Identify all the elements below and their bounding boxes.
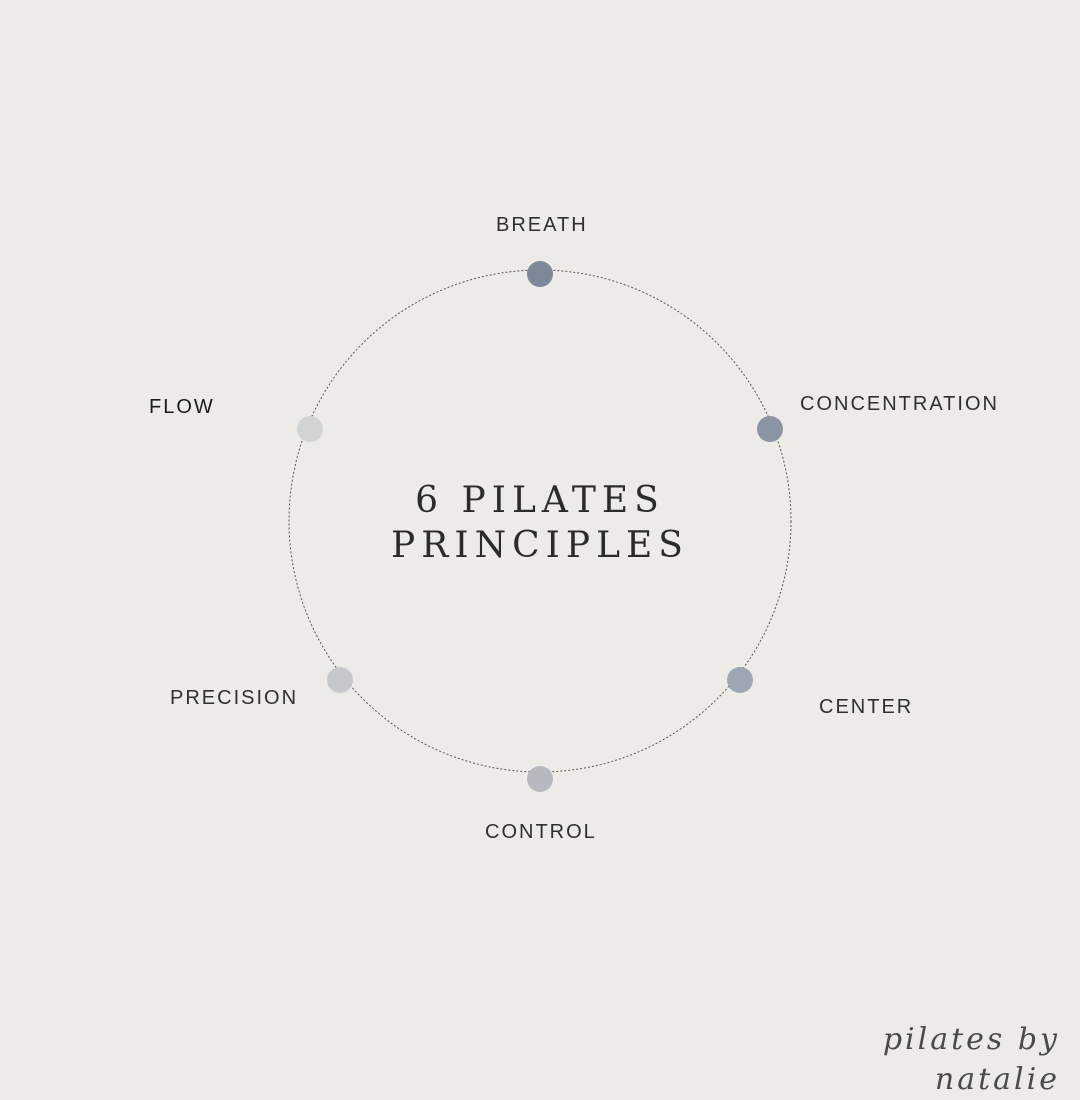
- dot-precision: [327, 667, 353, 693]
- diagram-title: 6 PILATES PRINCIPLES: [340, 478, 740, 568]
- dashed-circle: [288, 269, 792, 773]
- label-center: CENTER: [819, 696, 914, 718]
- label-precision: PRECISION: [170, 687, 299, 709]
- dot-breath: [527, 261, 553, 287]
- label-control: CONTROL: [485, 821, 597, 843]
- label-flow: FLOW: [149, 396, 215, 418]
- dot-center: [727, 667, 753, 693]
- dot-flow: [297, 416, 323, 442]
- dot-control: [527, 766, 553, 792]
- label-breath: BREATH: [496, 214, 588, 236]
- label-concentration: CONCENTRATION: [800, 393, 999, 415]
- brand-signature: pilates by natalie: [882, 1022, 1060, 1097]
- title-line-1: 6 PILATES: [415, 480, 665, 521]
- title-line-2: PRINCIPLES: [391, 525, 689, 566]
- dot-concentration: [757, 416, 783, 442]
